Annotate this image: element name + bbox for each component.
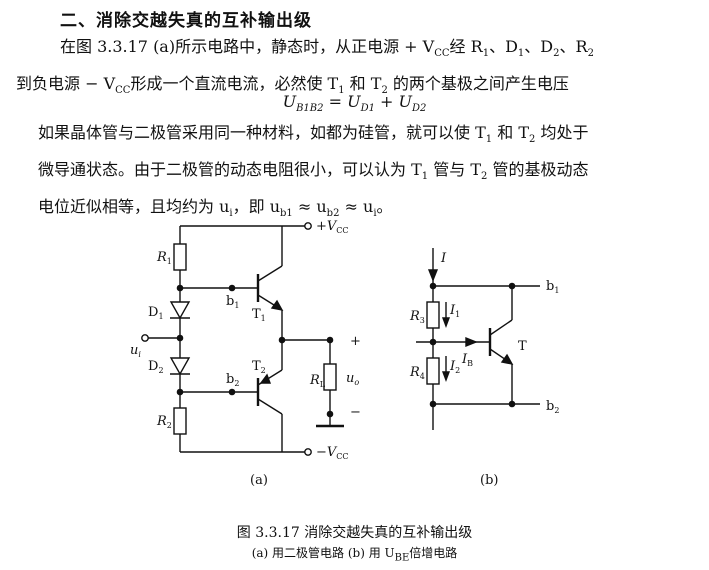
resistor-r4 (426, 357, 440, 385)
rl-label: RL (309, 373, 326, 389)
resistor-r2 (173, 407, 187, 435)
uo-label: uo (346, 371, 359, 387)
resistor-r1 (173, 243, 187, 271)
figure-b-circuit (416, 248, 540, 430)
b2-label: b2 (226, 372, 239, 388)
node-dot (176, 388, 184, 396)
current-arrow-i1 (441, 317, 451, 328)
b2-label-b: b2 (546, 399, 559, 415)
figure-b-label: (b) (480, 473, 498, 488)
t2-label: T2 (252, 359, 266, 375)
node-dot (228, 388, 236, 396)
r4-label: R4 (409, 365, 425, 381)
resistor-r3 (426, 301, 440, 329)
ib-label: IB (461, 352, 473, 368)
equation: UB1B2 = UD1 + UD2 (282, 92, 427, 115)
i-label: I (440, 251, 447, 266)
t1-emitter-arrow (270, 299, 284, 311)
vcc-neg-label: −VCC (316, 445, 349, 461)
node-dot (176, 334, 184, 342)
plus-label: + (350, 334, 361, 349)
minus-label: − (350, 405, 361, 420)
r2-label: R2 (156, 414, 172, 430)
transistor-t2-collector (257, 398, 283, 415)
i2-label: I2 (449, 359, 460, 375)
vcc-neg-terminal (304, 448, 312, 456)
node-dot (429, 282, 437, 290)
figure-caption: 图 3.3.17 消除交越失真的互补输出级 (236, 525, 473, 541)
d2-label: D2 (148, 359, 164, 375)
figure-a-circuit (141, 222, 344, 456)
t-emitter-arrow (500, 353, 514, 365)
transistor-t-collector (489, 319, 513, 336)
t1-label: T1 (252, 307, 266, 323)
node-dot (429, 400, 437, 408)
t-label: T (518, 339, 527, 354)
i1-label: I1 (449, 303, 460, 319)
diode-d1 (169, 301, 191, 320)
current-arrow-i2 (441, 371, 451, 382)
r3-label: R3 (409, 309, 425, 325)
diode-d2 (169, 357, 191, 376)
node-dot (228, 284, 236, 292)
node-dot (176, 284, 184, 292)
figure-a-label: (a) (250, 473, 268, 488)
current-arrow-i (427, 269, 439, 282)
input-terminal (141, 334, 149, 342)
resistor-rl (323, 363, 337, 391)
transistor-t1-collector (257, 265, 283, 282)
vcc-pos-label: +VCC (316, 219, 349, 235)
b1-label: b1 (226, 294, 239, 310)
current-arrow-ib (465, 336, 478, 348)
vcc-pos-terminal (304, 222, 312, 230)
paragraph-explanation: 如果晶体管与二极管采用同一种材料，如都为硅管，就可以使 T1 和 T2 均处于 … (38, 123, 589, 220)
d1-label: D1 (148, 305, 164, 321)
r1-label: R1 (156, 250, 172, 266)
node-dot (278, 336, 286, 344)
section-heading: 二、消除交越失真的互补输出级 (60, 11, 312, 31)
ui-label: ui (130, 343, 141, 359)
t2-emitter-arrow (259, 373, 272, 384)
figure-subcaption: (a) 用二极管电路 (b) 用 UBE倍增电路 (251, 546, 458, 564)
b1-label-b: b1 (546, 279, 559, 295)
paragraph-intro: 在图 3.3.17 (a)所示电路中，静态时，从正电源 + VCC经 R1、D1… (16, 37, 594, 97)
